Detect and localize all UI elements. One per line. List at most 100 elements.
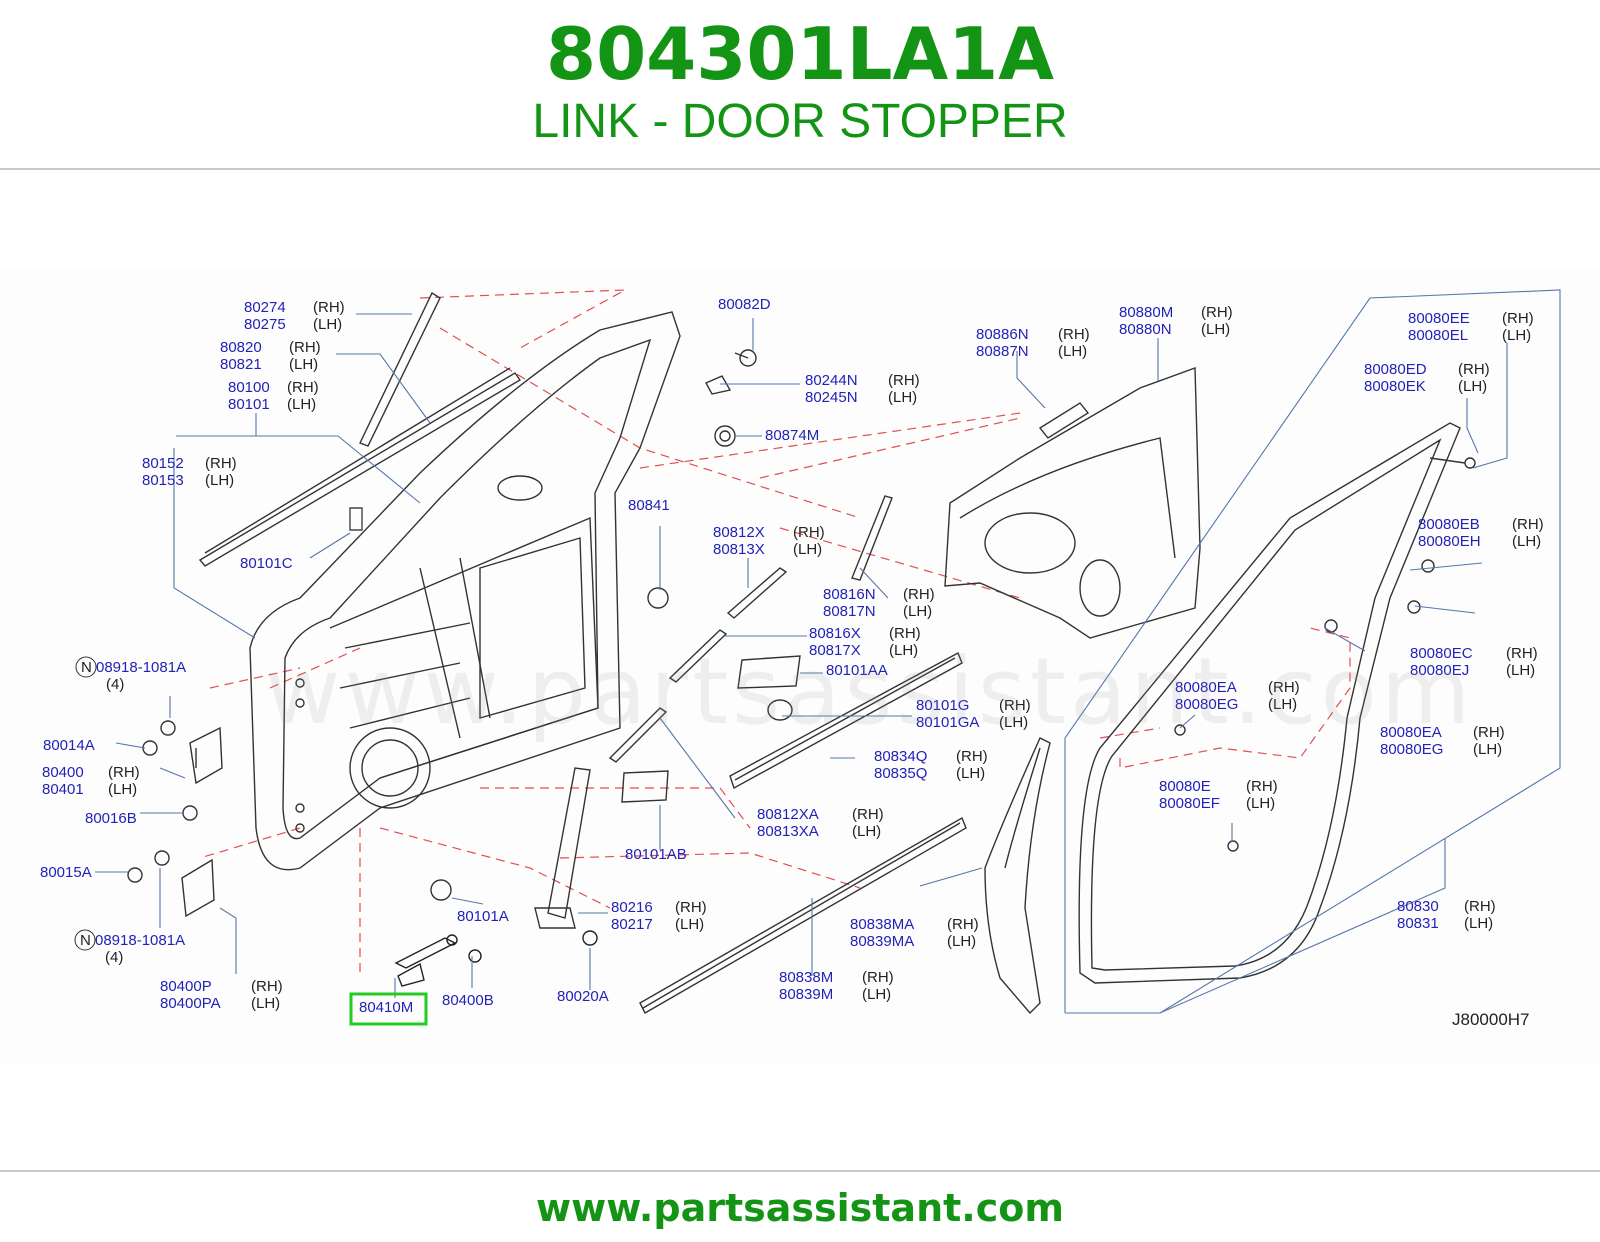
callout-code[interactable]: 80841 bbox=[628, 497, 670, 514]
callout-code[interactable]: 80101C bbox=[240, 555, 293, 572]
callout-side: (RH) bbox=[1246, 778, 1278, 795]
callout-code[interactable]: 80082D bbox=[718, 296, 771, 313]
callout-code[interactable]: 80080EH bbox=[1418, 533, 1481, 550]
callout-code[interactable]: 80080EF bbox=[1159, 795, 1220, 812]
callout-code[interactable]: 80080ED bbox=[1364, 361, 1427, 378]
callout-code[interactable]: 08918-1081A bbox=[95, 932, 185, 949]
callout-side: (LH) bbox=[793, 541, 822, 558]
callout-code[interactable]: 80275 bbox=[244, 316, 286, 333]
callout-side: (RH) bbox=[1464, 898, 1496, 915]
callout-code[interactable]: 80886N bbox=[976, 326, 1029, 343]
callout-code[interactable]: 80831 bbox=[1397, 915, 1439, 932]
callout-code[interactable]: 80216 bbox=[611, 899, 653, 916]
callout-code[interactable]: 80080EB bbox=[1418, 516, 1480, 533]
callout-code[interactable]: 80080EA bbox=[1380, 724, 1442, 741]
callout-side: (LH) bbox=[1058, 343, 1087, 360]
callout-code[interactable]: 80080EJ bbox=[1410, 662, 1469, 679]
callout-side: (LH) bbox=[1201, 321, 1230, 338]
callout-side: (4) bbox=[105, 949, 123, 966]
part-name-subtitle: LINK - DOOR STOPPER bbox=[532, 95, 1068, 148]
callout-code[interactable]: 80080E bbox=[1159, 778, 1211, 795]
callout-code[interactable]: 80080EE bbox=[1408, 310, 1470, 327]
callout-code[interactable]: 80020A bbox=[557, 988, 609, 1005]
callout-side: (RH) bbox=[1512, 516, 1544, 533]
callout-code[interactable]: 80830 bbox=[1397, 898, 1439, 915]
callout-code[interactable]: 80080EL bbox=[1408, 327, 1468, 344]
callout-code[interactable]: 80244N bbox=[805, 372, 858, 389]
callout-side: (RH) bbox=[1473, 724, 1505, 741]
callout-code[interactable]: 80838M bbox=[779, 969, 833, 986]
callout-code[interactable]: 80400P bbox=[160, 978, 212, 995]
callout-side: (LH) bbox=[1473, 741, 1502, 758]
callout-side: (RH) bbox=[889, 625, 921, 642]
callout-side: (RH) bbox=[888, 372, 920, 389]
callout-side: (RH) bbox=[251, 978, 283, 995]
assembly-dashed-lines bbox=[199, 289, 1351, 978]
callout-side: (LH) bbox=[947, 933, 976, 950]
callout-code[interactable]: 80835Q bbox=[874, 765, 927, 782]
callout-code[interactable]: 80887N bbox=[976, 343, 1029, 360]
callout-code[interactable]: 80101GA bbox=[916, 714, 979, 731]
callout-code[interactable]: 80410M bbox=[359, 999, 413, 1016]
n-marker-icon bbox=[74, 929, 96, 951]
callout-code[interactable]: 80880N bbox=[1119, 321, 1172, 338]
callout-code[interactable]: 80274 bbox=[244, 299, 286, 316]
callout-code[interactable]: 80016B bbox=[85, 810, 137, 827]
callout-code[interactable]: 80838MA bbox=[850, 916, 914, 933]
callout-code[interactable]: 80080EA bbox=[1175, 679, 1237, 696]
callout-code[interactable]: 80080EG bbox=[1380, 741, 1443, 758]
callout-side: (LH) bbox=[1506, 662, 1535, 679]
leader-lines bbox=[95, 289, 1561, 1014]
callout-code[interactable]: 80153 bbox=[142, 472, 184, 489]
callout-code[interactable]: 80101AB bbox=[625, 846, 687, 863]
callout-code[interactable]: 80080EG bbox=[1175, 696, 1238, 713]
callout-code[interactable]: 80874M bbox=[765, 427, 819, 444]
footer-url-link[interactable]: www.partsassistant.com bbox=[536, 1186, 1064, 1230]
callout-side: (RH) bbox=[999, 697, 1031, 714]
callout-side: (LH) bbox=[956, 765, 985, 782]
callout-code[interactable]: 80101AA bbox=[826, 662, 888, 679]
callout-code[interactable]: 80245N bbox=[805, 389, 858, 406]
callout-code[interactable]: 80101 bbox=[228, 396, 270, 413]
callout-code[interactable]: 80217 bbox=[611, 916, 653, 933]
callout-code[interactable]: 80401 bbox=[42, 781, 84, 798]
callout-code[interactable]: 80101A bbox=[457, 908, 509, 925]
door-trim-panel bbox=[944, 367, 1201, 639]
callout-code[interactable]: 80813X bbox=[713, 541, 765, 558]
callout-code[interactable]: 80101G bbox=[916, 697, 969, 714]
diagram-reference-code: J80000H7 bbox=[1452, 1010, 1530, 1029]
callout-code[interactable]: 80100 bbox=[228, 379, 270, 396]
callout-side: (LH) bbox=[1512, 533, 1541, 550]
callout-code[interactable]: 80820 bbox=[220, 339, 262, 356]
callout-code[interactable]: 80816X bbox=[809, 625, 861, 642]
callout-code[interactable]: 80080EK bbox=[1364, 378, 1426, 395]
callout-code[interactable]: 80812XA bbox=[757, 806, 819, 823]
callout-code[interactable]: 08918-1081A bbox=[96, 659, 186, 676]
callout-side: (RH) bbox=[903, 586, 935, 603]
callout-code[interactable]: 80839MA bbox=[850, 933, 914, 950]
callout-side: (RH) bbox=[313, 299, 345, 316]
callout-code[interactable]: 80813XA bbox=[757, 823, 819, 840]
callout-code[interactable]: 80834Q bbox=[874, 748, 927, 765]
callout-code[interactable]: 80015A bbox=[40, 864, 92, 881]
callout-side: (RH) bbox=[1268, 679, 1300, 696]
callout-code[interactable]: 80014A bbox=[43, 737, 95, 754]
callout-side: (RH) bbox=[108, 764, 140, 781]
callout-code[interactable]: 80880M bbox=[1119, 304, 1173, 321]
callout-code[interactable]: 80817X bbox=[809, 642, 861, 659]
callout-code[interactable]: 80812X bbox=[713, 524, 765, 541]
page-header: 804301LA1A LINK - DOOR STOPPER bbox=[0, 0, 1600, 170]
callout-code[interactable]: 80821 bbox=[220, 356, 262, 373]
callout-code[interactable]: 80080EC bbox=[1410, 645, 1473, 662]
callout-code[interactable]: 80400PA bbox=[160, 995, 221, 1012]
callout-code[interactable]: 80817N bbox=[823, 603, 876, 620]
callout-code[interactable]: 80400B bbox=[442, 992, 494, 1009]
callout-code[interactable]: 80816N bbox=[823, 586, 876, 603]
callout-code[interactable]: 80152 bbox=[142, 455, 184, 472]
callout-side: (RH) bbox=[205, 455, 237, 472]
callout-code[interactable]: 80839M bbox=[779, 986, 833, 1003]
window-moldings bbox=[198, 291, 522, 567]
callout-code[interactable]: 80400 bbox=[42, 764, 84, 781]
callout-side: (RH) bbox=[1502, 310, 1534, 327]
door-inner-panel bbox=[249, 311, 681, 871]
